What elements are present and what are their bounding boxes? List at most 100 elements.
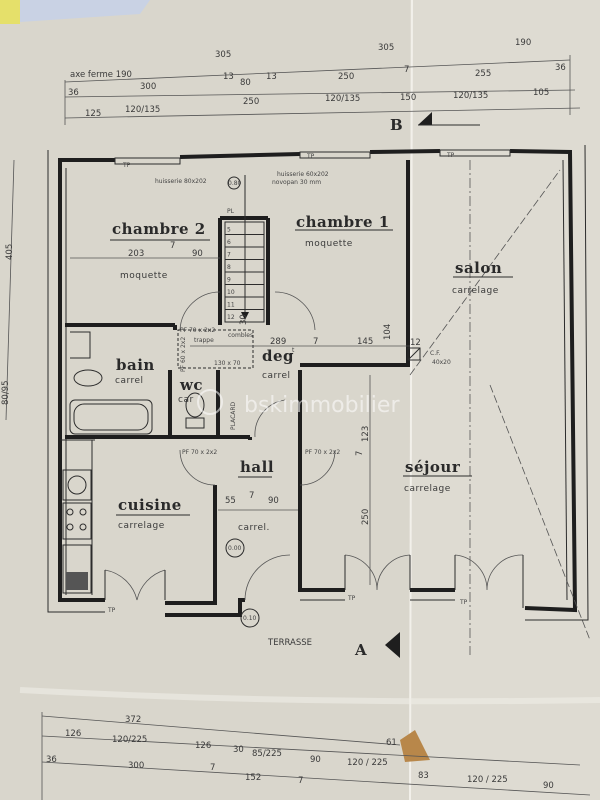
svg-text:120/135: 120/135 — [325, 94, 360, 104]
stair-step-number: 8 — [227, 264, 231, 271]
svg-text:255: 255 — [475, 69, 491, 79]
svg-text:carrel.: carrel. — [238, 523, 270, 533]
svg-text:126: 126 — [65, 729, 81, 739]
svg-text:C.F.: C.F. — [430, 350, 441, 357]
svg-text:PF 70 x 2x2: PF 70 x 2x2 — [182, 449, 217, 456]
svg-text:120 / 225: 120 / 225 — [347, 758, 388, 768]
room-chambre-2: chambre 2 moquette — [110, 220, 210, 281]
svg-text:145: 145 — [357, 337, 373, 347]
svg-text:TP: TP — [459, 599, 468, 606]
svg-text:PL: PL — [227, 208, 235, 215]
stair-step-number: 11 — [227, 302, 235, 309]
torn-paper — [400, 730, 430, 762]
sink-icon — [70, 331, 91, 359]
svg-text:250: 250 — [338, 72, 354, 82]
svg-text:90: 90 — [192, 249, 203, 259]
svg-text:0.00: 0.00 — [228, 545, 242, 552]
stove-icon — [62, 502, 92, 540]
svg-text:36: 36 — [555, 63, 566, 73]
svg-text:85/225: 85/225 — [252, 749, 282, 759]
background-paper — [0, 0, 150, 22]
section-marker-b: B — [390, 112, 480, 134]
svg-text:deg: deg — [262, 347, 294, 365]
svg-text:7: 7 — [298, 776, 303, 786]
svg-text:405: 405 — [5, 244, 15, 260]
svg-text:trappe: trappe — [194, 337, 214, 344]
room-salon: salon carrelage — [452, 259, 513, 296]
svg-text:36: 36 — [68, 88, 79, 98]
svg-text:7: 7 — [313, 337, 318, 347]
svg-text:7: 7 — [404, 65, 409, 75]
svg-text:TP: TP — [306, 153, 315, 160]
attic-hatch — [177, 329, 254, 369]
svg-text:80: 80 — [240, 78, 251, 88]
watermark: bskimmobilier — [244, 393, 400, 418]
svg-text:289: 289 — [270, 337, 286, 347]
svg-text:40x20: 40x20 — [432, 359, 451, 366]
svg-text:13: 13 — [223, 72, 234, 82]
svg-text:moquette: moquette — [120, 271, 168, 281]
svg-text:PF 70 x 2x2: PF 70 x 2x2 — [180, 327, 215, 334]
svg-text:chambre 2: chambre 2 — [112, 220, 206, 238]
svg-text:moquette: moquette — [305, 239, 353, 249]
svg-text:83: 83 — [418, 771, 429, 781]
svg-text:190: 190 — [515, 38, 531, 48]
svg-text:novopan 30 mm: novopan 30 mm — [272, 179, 321, 186]
svg-text:90: 90 — [543, 781, 554, 791]
svg-text:90: 90 — [310, 755, 321, 765]
svg-text:305: 305 — [378, 43, 394, 53]
svg-text:7: 7 — [170, 241, 175, 251]
svg-text:372: 372 — [125, 715, 141, 725]
chimney-flue-icon — [407, 347, 421, 361]
svg-text:130 x 70: 130 x 70 — [214, 360, 241, 367]
room-hall: hall carrel. — [238, 458, 274, 533]
svg-text:combles: combles — [228, 332, 253, 339]
room-degagement: deg t carrel — [262, 347, 295, 381]
svg-text:300: 300 — [128, 761, 144, 771]
svg-text:90: 90 — [268, 496, 279, 506]
stair-arrow-icon — [241, 312, 249, 320]
svg-text:carrel: carrel — [262, 371, 291, 381]
svg-text:152: 152 — [245, 773, 261, 783]
svg-text:55: 55 — [225, 496, 236, 506]
dimensions-left: 405 80/95 — [1, 159, 15, 421]
stair-step-number: 6 — [227, 239, 231, 246]
svg-text:250: 250 — [361, 509, 371, 525]
svg-text:huisserie 60x202: huisserie 60x202 — [277, 171, 329, 178]
svg-text:13: 13 — [266, 72, 277, 82]
svg-text:TP: TP — [107, 607, 116, 614]
dimensions-bottom: 372 126 120/225 126 30 85/225 90 120 / 2… — [41, 712, 591, 800]
svg-text:huisserie 80x202: huisserie 80x202 — [155, 178, 207, 185]
svg-text:TP: TP — [122, 162, 131, 169]
room-bain: bain carrel — [115, 356, 154, 386]
svg-text:80/95: 80/95 — [1, 381, 11, 406]
svg-text:0.10: 0.10 — [243, 615, 257, 622]
stair-step-number: 5 — [227, 227, 231, 234]
doors — [104, 291, 524, 608]
svg-text:305: 305 — [215, 50, 231, 60]
svg-text:61: 61 — [386, 738, 397, 748]
room-wc: wc car — [178, 376, 203, 405]
svg-text:7: 7 — [210, 763, 215, 773]
svg-text:car: car — [178, 395, 194, 405]
svg-text:carrelage: carrelage — [452, 286, 499, 296]
svg-text:120 / 225: 120 / 225 — [467, 775, 508, 785]
svg-text:PF 70 x 2x2: PF 70 x 2x2 — [305, 449, 340, 456]
svg-text:104: 104 — [383, 324, 393, 340]
svg-text:TERRASSE: TERRASSE — [267, 638, 312, 648]
svg-text:carrelage: carrelage — [404, 484, 451, 494]
svg-text:123: 123 — [361, 426, 371, 442]
svg-text:TP: TP — [347, 595, 356, 602]
svg-text:120/135: 120/135 — [453, 91, 488, 101]
svg-text:150: 150 — [400, 93, 416, 103]
svg-text:chambre 1: chambre 1 — [296, 213, 390, 231]
washing-machine-icon — [62, 469, 92, 501]
svg-text:250: 250 — [243, 97, 259, 107]
svg-text:30: 30 — [239, 314, 249, 325]
section-marker-a: A — [354, 632, 400, 659]
svg-text:203: 203 — [128, 249, 144, 259]
svg-text:30: 30 — [233, 745, 244, 755]
stair-step-number: 10 — [227, 289, 235, 296]
svg-text:hall: hall — [240, 458, 274, 476]
